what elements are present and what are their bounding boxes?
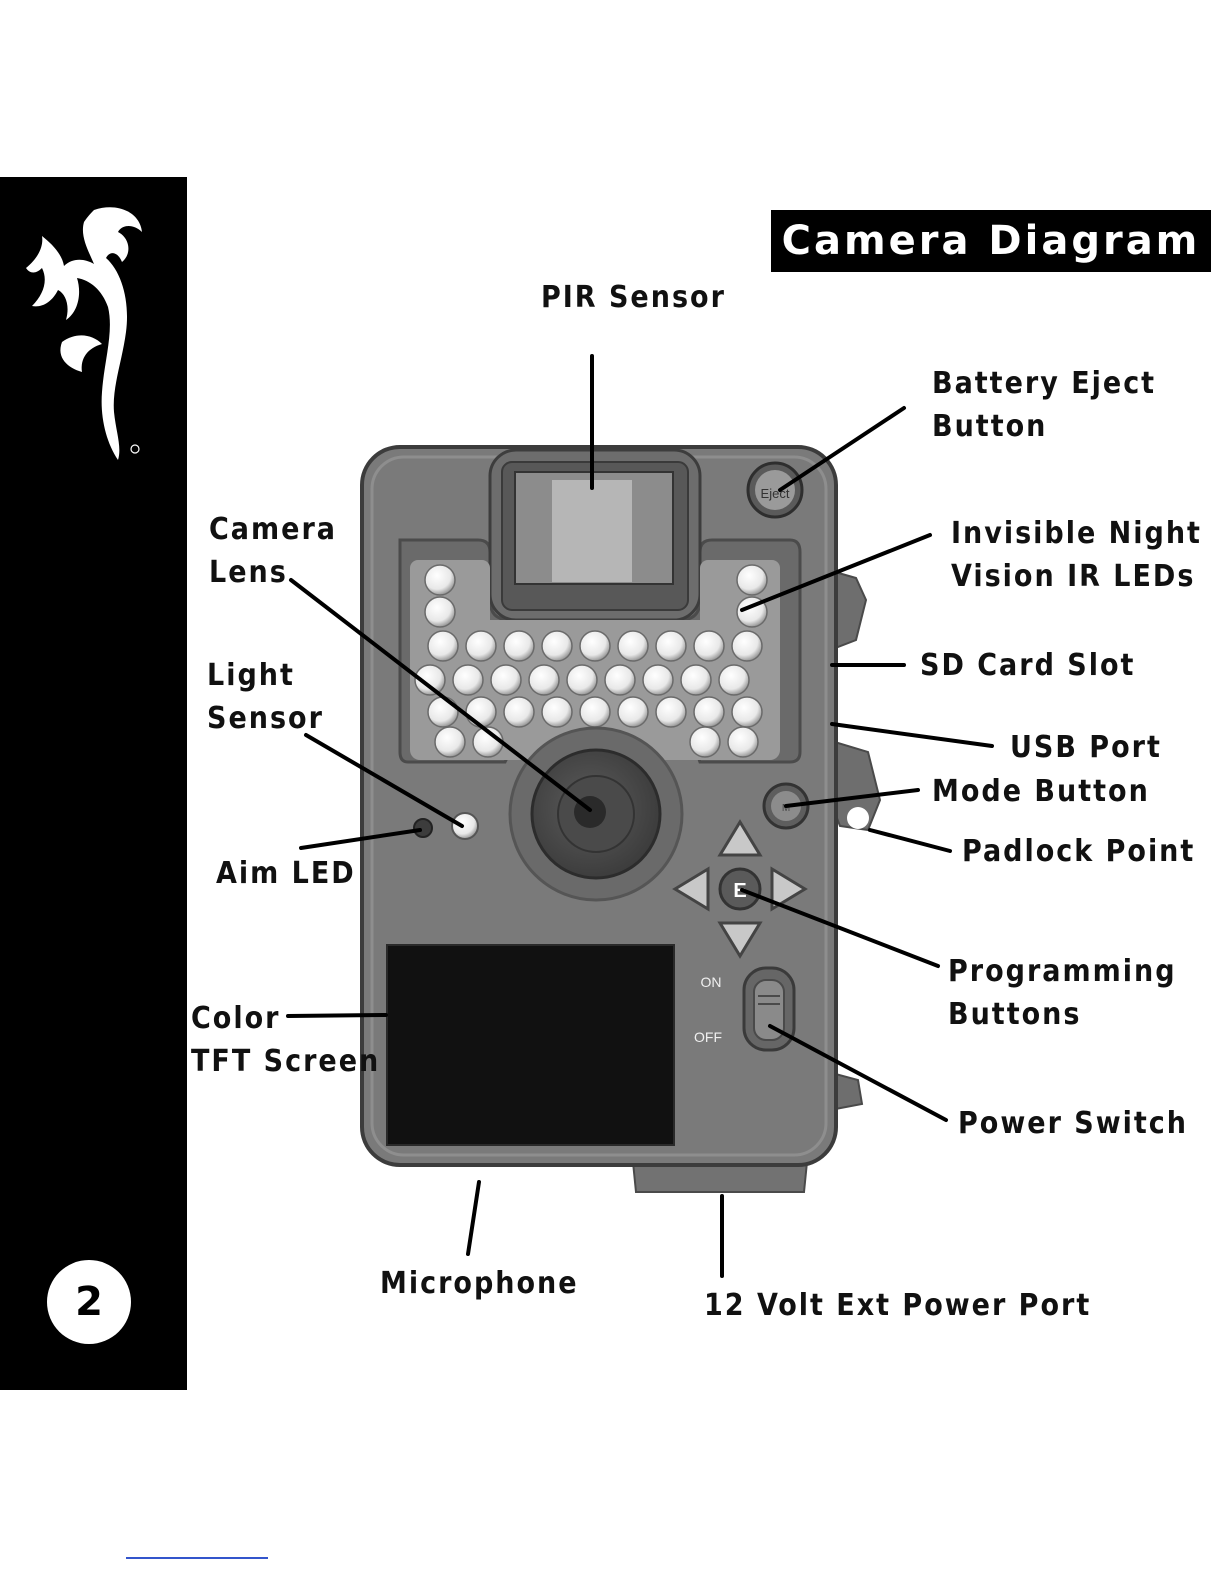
battery-eject-button[interactable]: Eject <box>748 463 802 517</box>
ir-led <box>580 631 610 661</box>
sd-card-slot-label: SD Card Slot <box>920 644 1135 687</box>
ir-led <box>491 665 521 695</box>
ir-led <box>694 697 724 727</box>
light-sensor-label-line1: Light <box>207 654 324 697</box>
usb-port-callout <box>832 724 992 746</box>
ir-led <box>737 565 767 595</box>
aim-led <box>414 819 432 837</box>
usb-port-label: USB Port <box>1010 726 1162 769</box>
ir-leds-label: Invisible Night Vision IR LEDs <box>951 512 1202 598</box>
ir-led <box>732 697 762 727</box>
light-sensor-label: Light Sensor <box>207 654 324 740</box>
battery-eject-label-line2: Button <box>932 405 1156 448</box>
camera-lens <box>510 728 682 900</box>
light-sensor-label-line2: Sensor <box>207 697 324 740</box>
power-on-text: ON <box>701 974 722 990</box>
mode-button-label: Mode Button <box>932 770 1150 813</box>
ir-led <box>567 665 597 695</box>
microphone-callout <box>468 1182 479 1254</box>
ir-led <box>425 597 455 627</box>
ir-led <box>542 631 572 661</box>
ir-led <box>618 631 648 661</box>
ir-led <box>435 727 465 757</box>
ir-led <box>428 697 458 727</box>
tft-screen-label-line2: TFT Screen <box>191 1040 380 1083</box>
light-sensor <box>452 813 478 839</box>
power-switch[interactable] <box>744 968 794 1050</box>
ir-led <box>605 665 635 695</box>
programming-buttons-label: Programming Buttons <box>948 950 1177 1036</box>
microphone-label: Microphone <box>380 1262 579 1305</box>
ir-led <box>694 631 724 661</box>
programming-buttons-label-line2: Buttons <box>948 993 1177 1036</box>
tft-screen-label: Color TFT Screen <box>191 997 380 1083</box>
ir-led <box>643 665 673 695</box>
tft-screen <box>387 945 674 1145</box>
ir-led <box>690 727 720 757</box>
padlock-point-label: Padlock Point <box>962 830 1195 873</box>
ir-led <box>681 665 711 695</box>
ir-led <box>428 631 458 661</box>
power-off-text: OFF <box>694 1029 722 1045</box>
ir-led <box>728 727 758 757</box>
battery-eject-label-line1: Battery Eject <box>932 362 1156 405</box>
power-switch-label: Power Switch <box>958 1102 1188 1145</box>
ir-led <box>719 665 749 695</box>
programming-buttons-label-line1: Programming <box>948 950 1177 993</box>
ir-leds-label-line2: Vision IR LEDs <box>951 555 1202 598</box>
ir-leds-label-line1: Invisible Night <box>951 512 1202 555</box>
pir-sensor-label: PIR Sensor <box>541 276 726 319</box>
ir-led <box>732 631 762 661</box>
tft-screen-label-line1: Color <box>191 997 380 1040</box>
ir-led <box>425 565 455 595</box>
camera-lens-label-line1: Camera <box>209 508 337 551</box>
camera-lens-label: Camera Lens <box>209 508 337 594</box>
padlock-callout <box>870 830 950 851</box>
footer-link-underline <box>126 1557 268 1559</box>
ir-led <box>504 631 534 661</box>
ir-led <box>656 631 686 661</box>
ir-led <box>453 665 483 695</box>
ir-led <box>580 697 610 727</box>
camera-lens-label-line2: Lens <box>209 551 337 594</box>
battery-eject-label: Battery Eject Button <box>932 362 1156 448</box>
ir-led <box>618 697 648 727</box>
ir-led <box>466 697 496 727</box>
ir-led <box>529 665 559 695</box>
ir-led <box>504 697 534 727</box>
ir-led <box>542 697 572 727</box>
ext-power-port-label: 12 Volt Ext Power Port <box>704 1284 1091 1327</box>
enter-button[interactable]: E <box>720 869 760 909</box>
ir-led <box>466 631 496 661</box>
ir-led <box>656 697 686 727</box>
aim-led-label: Aim LED <box>216 852 356 895</box>
